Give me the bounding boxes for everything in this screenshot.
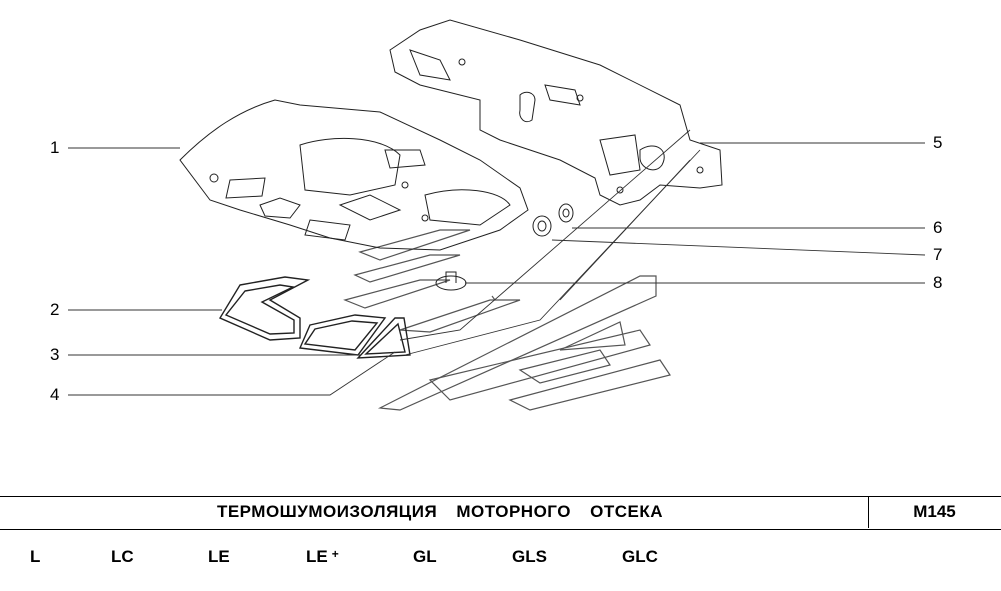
variant-l: L [30, 547, 41, 566]
variant-gl: GL [413, 547, 437, 566]
callout-4: 4 [50, 385, 60, 404]
part-1-hood-insulation [179, 99, 529, 251]
callout-7: 7 [933, 245, 943, 264]
parts-diagram [68, 19, 926, 411]
callout-6: 6 [933, 218, 943, 237]
part-7-bushing [532, 215, 552, 237]
callout-2: 2 [50, 300, 60, 319]
callout-3: 3 [50, 345, 60, 364]
part-8-clip [435, 271, 467, 291]
part-4-pad [356, 317, 411, 359]
variant-lc: LC [111, 547, 134, 566]
variant-gls: GLS [512, 547, 547, 566]
title-divider [868, 497, 869, 528]
variant-le-plus-label: LE [306, 547, 328, 566]
callout-5: 5 [933, 133, 943, 152]
callout-1: 1 [50, 138, 60, 157]
variant-le-plus: LE+ [306, 547, 339, 567]
variant-le: LE [208, 547, 230, 566]
part-6-bushing [558, 203, 574, 223]
variant-le-plus-superscript: + [331, 547, 339, 561]
title-bar: ТЕРМОШУМОИЗОЛЯЦИЯ МОТОРНОГО ОТСЕКА M145 [0, 496, 1001, 530]
diagram-code: M145 [913, 502, 956, 521]
diagram-title: ТЕРМОШУМОИЗОЛЯЦИЯ МОТОРНОГО ОТСЕКА [216, 502, 664, 521]
leader-lines [68, 129, 926, 396]
callout-8: 8 [933, 273, 943, 292]
part-3-pad [298, 314, 387, 356]
part-5-bulkhead-insulation [389, 19, 723, 206]
part-2-pad [218, 276, 311, 341]
variant-glc: GLC [622, 547, 658, 566]
background-rail-mark [343, 229, 671, 411]
